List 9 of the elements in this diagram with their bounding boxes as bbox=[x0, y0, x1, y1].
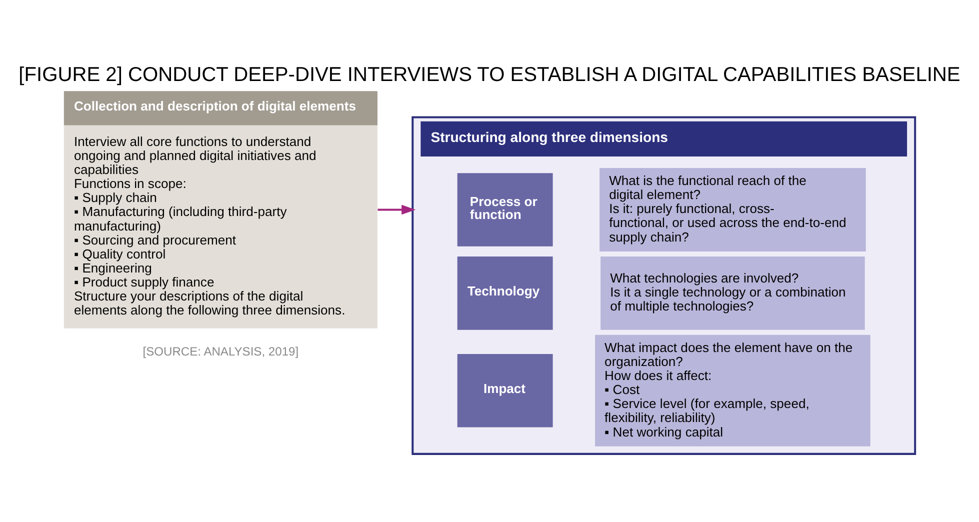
node-box: Process or function bbox=[457, 172, 553, 246]
node-box: Technology bbox=[457, 256, 553, 330]
diagram-title: [FIGURE 2] CONDUCT DEEP-DIVE INTERVIEWS TO ESTABLISH A DIGITAL CAPABILITIES BASELINE bbox=[18, 64, 960, 86]
node-box: What impact does the element have on the organization? How does it affect: ▪ Cost ▪ Service level (for example, speed, flexibility, reliability) ▪ Net working capital bbox=[595, 334, 870, 446]
node-box: Impact bbox=[457, 353, 553, 427]
arrow bbox=[378, 204, 416, 214]
node-box: What is the functional reach of the digital element? Is it: purely functional, cross-functional, or used across the end-to-end supply chain? bbox=[600, 168, 866, 251]
label: [SOURCE: ANALYSIS, 2019] bbox=[142, 344, 299, 358]
node-box: What technologies are involved? Is it a single technology or a combination of multiple technologies? bbox=[600, 256, 865, 330]
